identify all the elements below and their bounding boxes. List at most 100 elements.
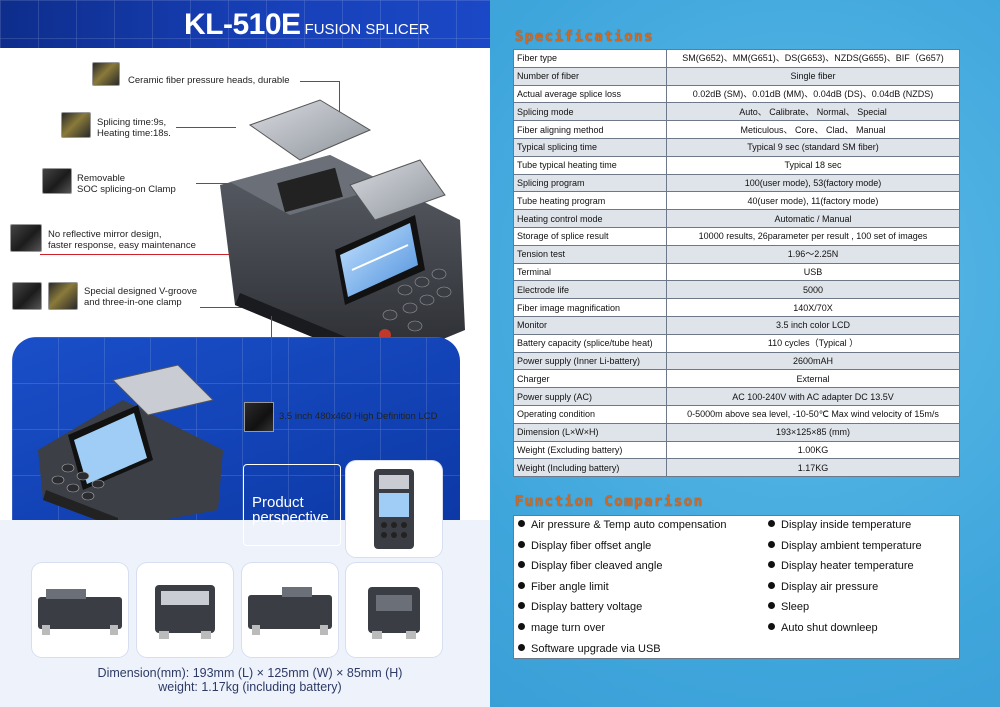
photo-side-view-1: [32, 563, 128, 657]
spec-value: 1.17KG: [666, 458, 960, 478]
spec-value: Meticulous、 Core、 Clad、 Manual: [666, 120, 960, 139]
spec-row: Power supply (AC)AC 100-240V with AC ada…: [513, 387, 960, 406]
callout-line: [271, 316, 272, 402]
function-item: Display heater temperature: [768, 560, 914, 572]
spec-value: 5000: [666, 280, 960, 300]
callout-line: [339, 81, 340, 131]
spec-label: Monitor: [513, 315, 667, 335]
function-item-label: mage turn over: [531, 622, 605, 634]
bullet-icon: [518, 623, 525, 630]
spec-row: Power supply (Inner Li-battery)2600mAH: [513, 351, 960, 371]
function-item: Fiber angle limit: [518, 581, 609, 593]
title-band: [0, 0, 490, 48]
spec-label: Weight (Excluding battery): [513, 440, 667, 460]
front-view-image: [374, 469, 414, 549]
spec-label: Dimension (L×W×H): [513, 422, 667, 442]
side-view-3-image: [248, 587, 332, 635]
spec-value: 0.02dB (SM)、0.01dB (MM)、0.04dB (DS)、0.04…: [666, 84, 960, 104]
vgroove-thumbnail-2: [48, 282, 78, 310]
spec-value: AC 100-240V with AC adapter DC 13.5V: [666, 387, 960, 406]
callout-line: [196, 183, 248, 184]
spec-label: Operating condition: [513, 404, 667, 424]
function-item-label: Auto shut downleep: [781, 622, 878, 634]
clamp-thumbnail: [42, 168, 72, 194]
function-item-label: Display fiber cleaved angle: [531, 560, 663, 573]
function-item-label: Display battery voltage: [531, 601, 643, 614]
spec-label: Splicing mode: [513, 102, 667, 122]
callout-clamp: Removable SOC splicing-on Clamp: [77, 173, 176, 195]
spec-value: 193×125×85 (mm): [666, 422, 960, 442]
fusion-splicer-main-image: [220, 99, 465, 365]
function-item: Display ambient temperature: [768, 540, 922, 552]
function-comparison-title: Function Comparison: [515, 494, 704, 510]
bullet-icon: [768, 581, 775, 589]
spec-label: Fiber type: [513, 49, 667, 68]
pressure-head-thumbnail: [92, 62, 120, 86]
function-item: Display air pressure: [768, 581, 878, 593]
spec-value: SM(G652)、MM(G651)、DS(G653)、NZDS(G655)、BI…: [666, 49, 960, 68]
spec-row: Weight (Excluding battery)1.00KG: [513, 440, 960, 460]
function-item-label: Display ambient temperature: [781, 539, 922, 552]
spec-value: Automatic / Manual: [666, 209, 960, 228]
spec-label: Heating control mode: [513, 209, 667, 228]
spec-label: Splicing program: [513, 173, 667, 193]
spec-row: Battery capacity (splice/tube heat)110 c…: [513, 333, 960, 353]
product-subtitle: FUSION SPLICER: [304, 21, 430, 38]
mirror-thumbnail: [10, 224, 42, 252]
bullet-icon: [518, 602, 525, 610]
photo-side-view-2: [137, 563, 233, 657]
spec-label: Charger: [513, 369, 667, 389]
callout-line: [176, 127, 236, 128]
spec-value: Auto、 Calibrate、 Normal、 Special: [666, 102, 960, 122]
callout-mirror: No reflective mirror design, faster resp…: [48, 229, 196, 251]
callout-heads: Ceramic fiber pressure heads, durable: [128, 75, 290, 86]
function-item: Software upgrade via USB: [518, 643, 661, 655]
function-item-label: Display air pressure: [781, 580, 879, 593]
rear-view-image: [368, 587, 420, 639]
bullet-icon: [768, 561, 775, 569]
spec-label: Fiber image magnification: [513, 298, 667, 317]
spec-label: Fiber aligning method: [513, 120, 667, 139]
spec-label: Typical splicing time: [513, 137, 667, 157]
spec-label: Tension test: [513, 244, 667, 264]
spec-value: 1.96～2.25N: [666, 244, 960, 264]
product-perspective-label: Product perspective: [243, 464, 341, 546]
function-item-label: Fiber angle limit: [531, 580, 609, 593]
splicing-time-thumbnail: [61, 112, 91, 138]
bullet-icon: [518, 643, 525, 651]
callout-line: [300, 81, 340, 82]
function-item-label: Sleep: [781, 601, 810, 614]
spec-label: Terminal: [513, 262, 667, 282]
side-view-1-image: [38, 589, 122, 635]
spec-value: 10000 results, 26parameter per result , …: [666, 226, 960, 246]
spec-label: Power supply (Inner Li-battery): [513, 351, 667, 371]
spec-label: Electrode life: [513, 280, 667, 300]
function-item: Auto shut downleep: [768, 622, 878, 634]
bullet-icon: [518, 520, 525, 527]
spec-label: Weight (Including battery): [513, 458, 667, 478]
spec-value: 0-5000m above sea level, -10-50℃ Max win…: [666, 404, 960, 424]
spec-label: Tube typical heating time: [513, 155, 667, 175]
spec-value: 110 cycles（Typical ）: [666, 333, 960, 353]
fusion-splicer-angle-image: [38, 364, 223, 528]
bullet-icon: [768, 602, 775, 610]
